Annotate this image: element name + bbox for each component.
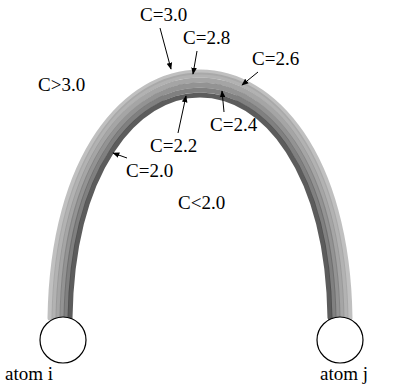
leader-arrow (178, 96, 186, 133)
atom-outline (39, 316, 87, 364)
contour-value-label: C=2.0 (126, 160, 173, 182)
contour-line (70, 95, 330, 318)
contour-value-label: C<2.0 (178, 192, 225, 214)
contour-value-label: C=2.8 (183, 27, 230, 49)
atom-circle: atom i (39, 316, 87, 364)
contour-line (66, 90, 334, 318)
leader-arrow (193, 51, 197, 74)
atom-label: atom i (5, 363, 53, 385)
contour-value-label: C=2.4 (210, 114, 257, 136)
atom-circle-shape (317, 317, 363, 363)
contour-value-label: C=2.2 (150, 135, 197, 157)
leader-arrow (222, 91, 224, 112)
contour-line (50, 72, 350, 318)
contour-value-label: C=2.6 (252, 48, 299, 70)
leader-arrow (113, 153, 127, 158)
atom-outline (316, 316, 364, 364)
contour-value-label: C>3.0 (38, 74, 85, 96)
atom-label: atom j (320, 363, 368, 385)
leader-arrow (242, 72, 258, 85)
contour-line (62, 85, 338, 318)
contour-line (54, 75, 346, 318)
leader-arrows (113, 28, 258, 158)
atom-circle: atom j (316, 316, 364, 364)
contour-bands (50, 72, 350, 318)
contour-line (58, 80, 342, 318)
atom-circle-shape (40, 317, 86, 363)
leader-arrow (160, 28, 171, 69)
contour-value-label: C=3.0 (140, 4, 187, 26)
